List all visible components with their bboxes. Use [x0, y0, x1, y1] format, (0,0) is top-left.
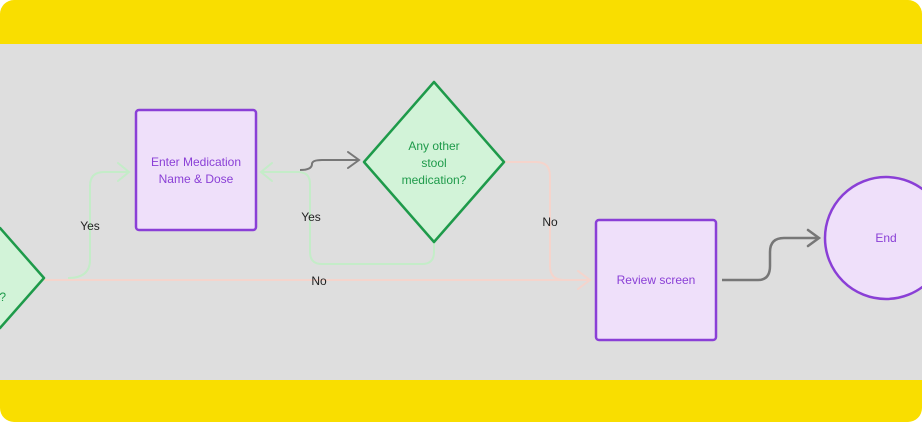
connector-review-to-end [722, 236, 818, 282]
connector-enter-to-any [299, 159, 358, 171]
arrowhead-review-to-end [806, 228, 822, 248]
process-node-enter-medication[interactable] [134, 108, 258, 232]
any-other-line-3: medication? [402, 173, 467, 187]
process-node-review-screen[interactable] [594, 218, 718, 342]
arrowhead-yes-middle [259, 162, 273, 182]
terminal-node-end[interactable] [823, 175, 922, 301]
decision-node-left[interactable] [0, 226, 46, 330]
connector-yes-middle [262, 171, 435, 265]
enter-medication-line-2: Name & Dose [159, 172, 234, 186]
arrowhead-no-bottom [577, 270, 592, 290]
arrowhead-enter-to-any [347, 151, 361, 169]
connector-yes-left [67, 171, 128, 279]
connector-no-right [505, 161, 565, 281]
arrowhead-yes-left [117, 162, 131, 182]
decision-left-text-2: ? [0, 290, 6, 304]
any-other-line-1: Any other [408, 139, 459, 153]
review-screen-label: Review screen [617, 273, 696, 287]
any-other-line-2: stool [421, 156, 446, 170]
enter-medication-line-1: Enter Medication [151, 155, 241, 169]
edge-label-yes-middle: Yes [301, 210, 321, 224]
edge-label-yes-left: Yes [80, 219, 100, 233]
end-label: End [875, 231, 896, 245]
decision-node-any-other[interactable] [362, 80, 506, 244]
edge-label-no-right: No [542, 215, 558, 229]
edge-label-no-bottom: No [311, 274, 327, 288]
